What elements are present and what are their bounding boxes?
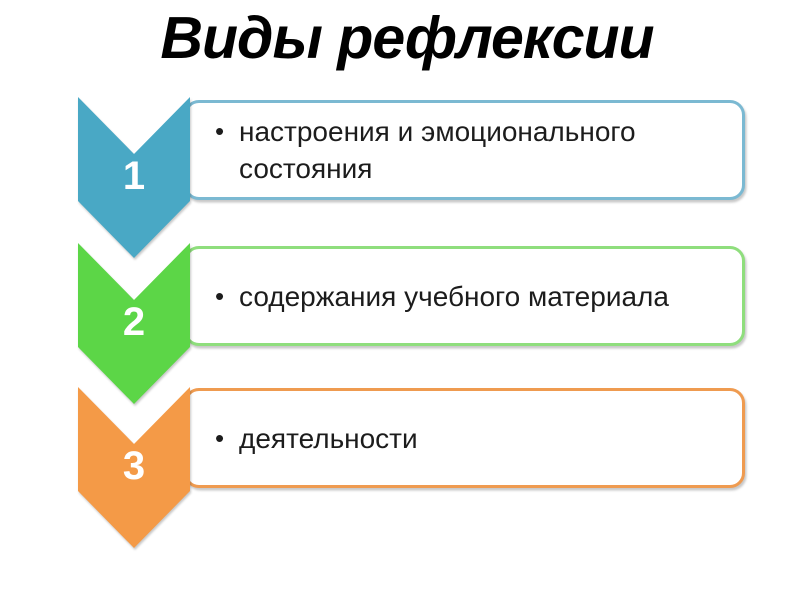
step-3-card: • деятельности <box>184 388 745 488</box>
step-1-card: • настроения и эмоционального состояния <box>184 100 745 200</box>
step-1-text: настроения и эмоционального состояния <box>239 116 636 184</box>
step-3-chevron-down-icon: 3 <box>78 387 190 548</box>
bullet-icon: • <box>215 116 225 146</box>
step-3-number: 3 <box>122 444 146 488</box>
step-1-chevron-wrap: 1 <box>78 97 190 258</box>
slide-title: Виды рефлексии <box>160 5 654 71</box>
step-3-chevron-wrap: 3 <box>78 387 190 548</box>
step-3-content: • деятельности <box>215 420 418 457</box>
step-2-chevron-wrap: 2 <box>78 243 190 404</box>
step-2-text: содержания учебного материала <box>239 280 669 312</box>
step-2-number: 2 <box>122 300 146 344</box>
step-2-content: • содержания учебного материала <box>215 278 669 315</box>
step-2-chevron-down-icon: 2 <box>78 243 190 404</box>
bullet-icon: • <box>215 422 225 453</box>
step-1-chevron-down-icon: 1 <box>78 97 190 258</box>
step-1-content: • настроения и эмоционального состояния <box>215 113 724 187</box>
step-2-card: • содержания учебного материала <box>184 246 745 346</box>
step-1-number: 1 <box>122 154 146 198</box>
bullet-icon: • <box>215 280 225 311</box>
step-3-text: деятельности <box>239 422 418 454</box>
